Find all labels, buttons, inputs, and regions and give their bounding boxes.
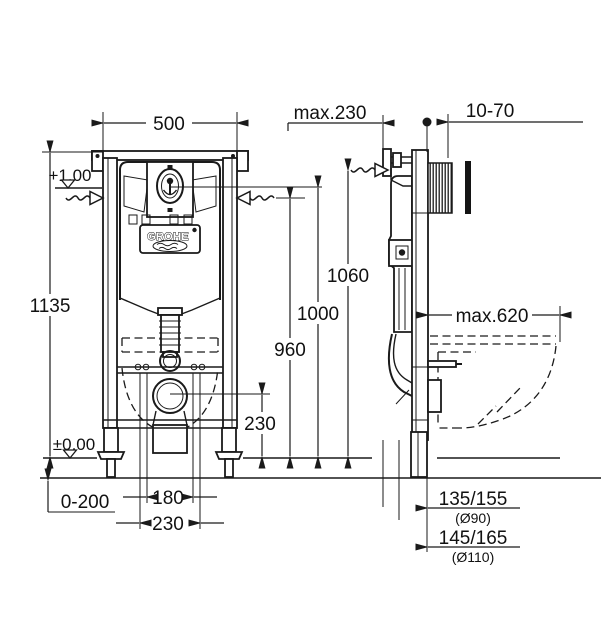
svg-text:10-70: 10-70 — [466, 101, 515, 122]
svg-text:230: 230 — [244, 414, 276, 435]
brand-logo-text: GROHE — [147, 231, 189, 243]
water-wave-icon — [152, 240, 188, 252]
dim-frame-height: 1135 — [26, 140, 103, 469]
fixing-point-dot-icon — [422, 117, 432, 152]
dim-fixing-height: 960 — [271, 186, 309, 469]
dim-frame-width: 500 — [91, 107, 249, 150]
flush-button-icon — [162, 177, 178, 196]
svg-text:max.620: max.620 — [456, 306, 529, 327]
svg-text:145/165: 145/165 — [439, 528, 508, 549]
dim-bracket-height: 1060 — [325, 158, 371, 469]
bowl-fixing-studs — [427, 360, 462, 413]
level-mark-upper: +1,00 — [48, 166, 102, 189]
svg-text:960: 960 — [274, 340, 306, 361]
bowl-outline-side — [430, 335, 557, 429]
wavy-wall-arrow-left-icon — [65, 190, 104, 206]
outlet-socket — [152, 378, 188, 454]
bowl-outline-front — [121, 337, 219, 433]
dim-drain-90: 135/155 (Ø90) — [415, 489, 520, 526]
svg-text:+1,00: +1,00 — [48, 166, 91, 185]
svg-text:1000: 1000 — [297, 304, 339, 325]
frame-feet — [96, 419, 244, 478]
finished-wall-plate — [465, 161, 471, 214]
svg-text:500: 500 — [153, 114, 185, 135]
dim-drain-110: 145/165 (Ø110) — [415, 528, 520, 565]
svg-text:(Ø110): (Ø110) — [452, 549, 495, 565]
dim-wall-clearance: 10-70 — [436, 101, 583, 158]
brand-plate: GROHE — [139, 224, 201, 254]
svg-text:135/155: 135/155 — [439, 489, 508, 510]
dim-bolt-spacing: 180 — [123, 488, 217, 509]
dim-top-offset: max.230 — [287, 103, 395, 152]
flush-pipe — [157, 307, 183, 372]
level-mark-floor: ±0,00 — [53, 435, 95, 459]
svg-text:max.230: max.230 — [294, 103, 367, 124]
svg-text:180: 180 — [152, 488, 184, 509]
cistern-side — [388, 175, 414, 333]
wall-bracket — [382, 148, 412, 187]
registered-dot-icon — [192, 227, 197, 233]
actuator-plate — [146, 161, 194, 218]
dim-actuator-height: 1000 — [170, 175, 341, 469]
cross-rail-mid — [117, 363, 223, 374]
level-triangle-icon — [62, 449, 78, 459]
svg-text:±0,00: ±0,00 — [53, 435, 95, 454]
side-rail — [410, 149, 429, 478]
svg-text:230: 230 — [152, 514, 184, 535]
dim-outlet-spacing: 230 — [116, 514, 224, 535]
dim-floor-buildup: 0-200 — [44, 468, 115, 513]
svg-text:1135: 1135 — [30, 296, 71, 317]
frame-rails — [102, 157, 238, 429]
svg-text:0-200: 0-200 — [61, 492, 110, 513]
floor-lines — [40, 457, 601, 479]
svg-text:(Ø90): (Ø90) — [455, 510, 491, 526]
svg-text:1060: 1060 — [327, 266, 369, 287]
side-view — [382, 117, 557, 552]
drain-elbow — [387, 333, 413, 405]
mounting-clips — [128, 214, 193, 225]
flush-bend-sleeve — [427, 162, 453, 214]
wavy-wall-arrow-right-icon — [236, 190, 275, 206]
dim-outlet-height: 230 — [170, 382, 279, 469]
dim-bowl-depth: max.620 — [416, 306, 572, 342]
front-view: GROHE — [91, 150, 249, 529]
